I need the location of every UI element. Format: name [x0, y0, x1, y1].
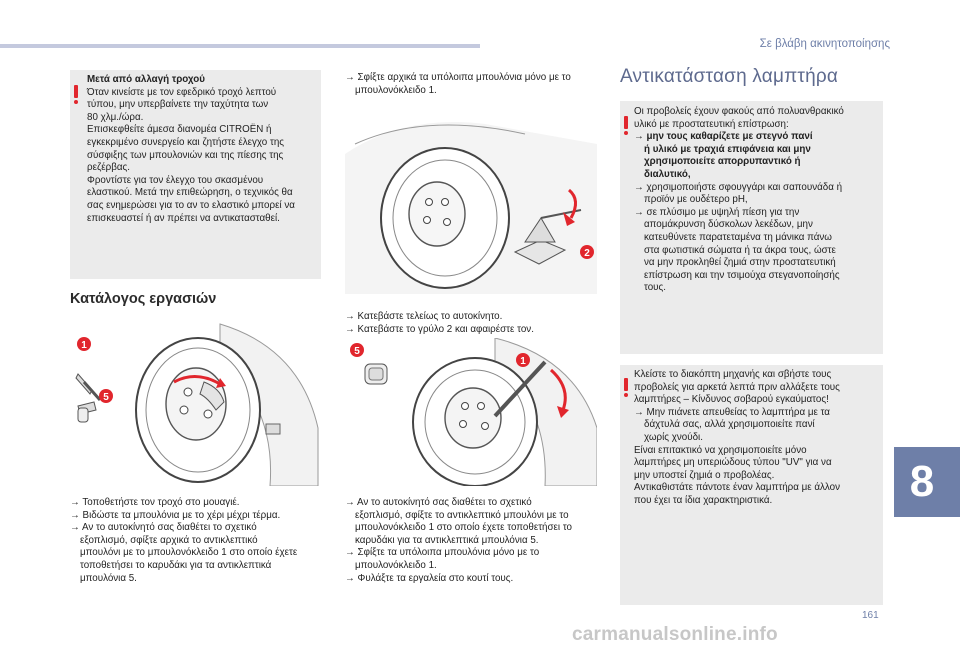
text-line: Επισκεφθείτε άμεσα διανομέα CITROËN ή — [87, 124, 272, 136]
illustration-lower-jack: 2 — [345, 122, 597, 294]
text-line: απομάκρυνση δύσκολων λεκέδων, μην — [644, 219, 813, 231]
text-line: καρυδάκι για τα αντικλεπτικά μπουλόνια 5… — [355, 534, 539, 546]
text-line: 80 χλμ./ώρα. — [87, 111, 144, 123]
text-line: εγκεκριμένο συνεργείο και ζητήστε έλεγχο… — [87, 136, 284, 148]
text-line: σύσφιξης των μπουλονιών και της πίεσης τ… — [87, 149, 284, 161]
text-line: Φροντίστε για τον έλεγχο του σκασμένου — [87, 174, 264, 186]
text-line: προβολείς για αρκετά λεπτά πριν αλλάξετε… — [634, 381, 840, 393]
text-line: μπουλόνι με το μπουλονόκλειδο 1 στο οποί… — [80, 547, 298, 559]
text-line: χωρίς χνούδι. — [644, 431, 703, 443]
text-line: τους. — [644, 282, 666, 294]
step-remove-jack: → Κατεβάστε το γρύλο 2 και αφαιρέστε τον… — [345, 323, 534, 335]
text-line: Όταν κινείστε με τον εφεδρικό τροχό λεπτ… — [87, 86, 277, 98]
step-store-tools: → Φυλάξτε τα εργαλεία στο κουτί τους. — [345, 572, 514, 584]
text-line: ελαστικού. Μετά την επιθεώρηση, ο τεχνικ… — [87, 187, 293, 199]
text-line: μπουλονόκλειδο 1. — [355, 84, 437, 96]
text-line: μπουλόνια 5. — [80, 572, 137, 584]
text-line: επίστρωση και την τσιμούχα στεγανοποίησή… — [644, 269, 840, 281]
warning-box-bulb-burn-risk — [620, 365, 883, 605]
warning-left-title: Μετά από αλλαγή τροχού — [87, 74, 205, 85]
step-hand-tighten: → Βιδώστε τα μπουλόνια με το χέρι μέχρι … — [70, 509, 281, 521]
page-header-title: Σε βλάβη ακινητοποίησης — [759, 38, 890, 50]
mid-bottom-text: → Αν το αυτοκίνητό σας διαθέτει το σχετι… — [345, 497, 572, 585]
step-tighten-remaining: → Σφίξτε αρχικά τα υπόλοιπα μπουλόνια μό… — [345, 72, 571, 83]
illustration-wheel-fitting: 1 5 — [75, 323, 319, 486]
text-line: λαμπτήρες μη υπεριώδους τύπου "UV" για ν… — [634, 457, 832, 469]
text-line: χρησιμοποιείτε απορρυπαντικό ή — [644, 156, 801, 168]
step-place-wheel: → Τοποθετήστε τον τροχό στο μουαγιέ. — [70, 497, 240, 508]
warning-left-text: Μετά από αλλαγή τροχού Όταν κινείστε με … — [87, 74, 295, 225]
mid-top-text: → Σφίξτε αρχικά τα υπόλοιπα μπουλόνια μό… — [345, 72, 571, 97]
warning-exclamation-icon — [72, 85, 80, 105]
section-title-task-list: Κατάλογος εργασιών — [70, 291, 217, 307]
illustration-final-tightening: 5 1 — [350, 338, 597, 486]
bullet-use-sponge: → χρησιμοποιήστε σφουγγάρι και σαπουνάδα… — [634, 181, 843, 193]
left-steps-text: → Τοποθετήστε τον τροχό στο μουαγιέ. → Β… — [70, 497, 297, 585]
text-line: διαλυτικό, — [644, 168, 691, 180]
warning-box-after-wheel-change — [70, 70, 321, 279]
text-line: Κλείστε το διακόπτη μηχανής και σβήστε τ… — [634, 369, 832, 380]
warning-exclamation-icon — [622, 116, 630, 136]
badge-5: 5 — [103, 392, 109, 403]
text-line: τύπου, μην υπερβαίνετε την ταχύτητα των — [87, 99, 269, 111]
text-line: υλικό με προστατευτική επίστρωση: — [634, 118, 789, 130]
text-line: μην υποστεί ζημιά ο προβολέας. — [634, 469, 775, 481]
bullet-no-dry-cloth: → μην τους καθαρίζετε με στεγνό πανί — [634, 131, 813, 143]
page-number: 161 — [862, 610, 879, 621]
footer-watermark: carmanualsonline.info — [572, 624, 778, 645]
text-line: προϊόν με ουδέτερο pH, — [644, 194, 748, 206]
right-box1-text: Οι προβολείς έχουν φακούς από πολυανθρακ… — [634, 106, 844, 295]
step-antitheft-final: → Αν το αυτοκίνητό σας διαθέτει το σχετι… — [345, 497, 532, 508]
step-lower-car: → Κατεβάστε τελείως το αυτοκίνητο. — [345, 311, 503, 322]
text-line: εξοπλισμό, σφίξτε αρχικά το αντικλεπτικό — [80, 534, 258, 546]
text-line: να μην προκληθεί ζημιά στην προστατευτικ… — [644, 257, 836, 269]
text-line: τοποθετήσει το καρυδάκι για τα αντικλεπτ… — [80, 559, 272, 571]
text-line: Οι προβολείς έχουν φακούς από πολυανθρακ… — [634, 106, 844, 117]
text-line: εξοπλισμό, σφίξτε το αντικλεπτικό μπουλό… — [355, 509, 569, 521]
chapter-tab: 8 — [894, 447, 960, 517]
warning-exclamation-icon — [622, 378, 630, 398]
text-line: που έχει τα ίδια χαρακτηριστικά. — [634, 494, 773, 506]
badge-1: 1 — [520, 356, 526, 367]
text-line: λαμπτήρες – Κίνδυνος σοβαρού εγκαύματος! — [634, 394, 829, 406]
text-line: ή υλικό με τραχιά επιφάνεια και μην — [644, 143, 811, 155]
bullet-high-pressure: → σε πλύσιμο με υψηλή πίεση για την — [634, 206, 800, 218]
text-line: μπουλονόκλειδο 1 στο οποίο έχετε τοποθετ… — [355, 522, 572, 534]
text-line: μπουλονόκλειδο 1. — [355, 559, 437, 571]
badge-1: 1 — [81, 340, 87, 351]
step-antitheft-intro: → Αν το αυτοκίνητό σας διαθέτει το σχετι… — [70, 522, 257, 534]
text-line: σας ενημερώσει για το αν το ελαστικό μπο… — [87, 199, 295, 211]
text-line: κατευθύνετε παρατεταμένα τη μάνικα πάνω — [644, 231, 832, 243]
warning-box-headlamp-lenses — [620, 101, 883, 354]
text-line: ρεζέρβας. — [87, 162, 130, 174]
bullet-do-not-touch: → Μην πιάνετε απευθείας το λαμπτήρα με τ… — [634, 406, 830, 418]
step-tighten-others: → Σφίξτε τα υπόλοιπα μπουλόνια μόνο με τ… — [345, 547, 540, 559]
badge-5: 5 — [354, 346, 360, 357]
badge-2: 2 — [584, 248, 590, 259]
text-line: δάχτυλά σας, αλλά χρησιμοποιείτε πανί — [644, 419, 815, 431]
text-line: επισκευαστεί ή αν πρέπει να αντικατασταθ… — [87, 212, 280, 224]
mid-middle-text: → Κατεβάστε τελείως το αυτοκίνητο. → Κατ… — [345, 311, 534, 336]
right-box2-text: Κλείστε το διακόπτη μηχανής και σβήστε τ… — [634, 369, 840, 508]
text-line: Είναι επιτακτικό να χρησιμοποιείτε μόνο — [634, 444, 807, 456]
text-line: Αντικαθιστάτε πάντοτε έναν λαμπτήρα με ά… — [634, 482, 840, 494]
section-title-bulb-replacement: Αντικατάσταση λαμπτήρα — [620, 66, 839, 87]
header-rule — [0, 44, 480, 48]
text-line: στα φωτιστικά σώματα ή τα άκρα τους, ώστ… — [644, 244, 836, 256]
